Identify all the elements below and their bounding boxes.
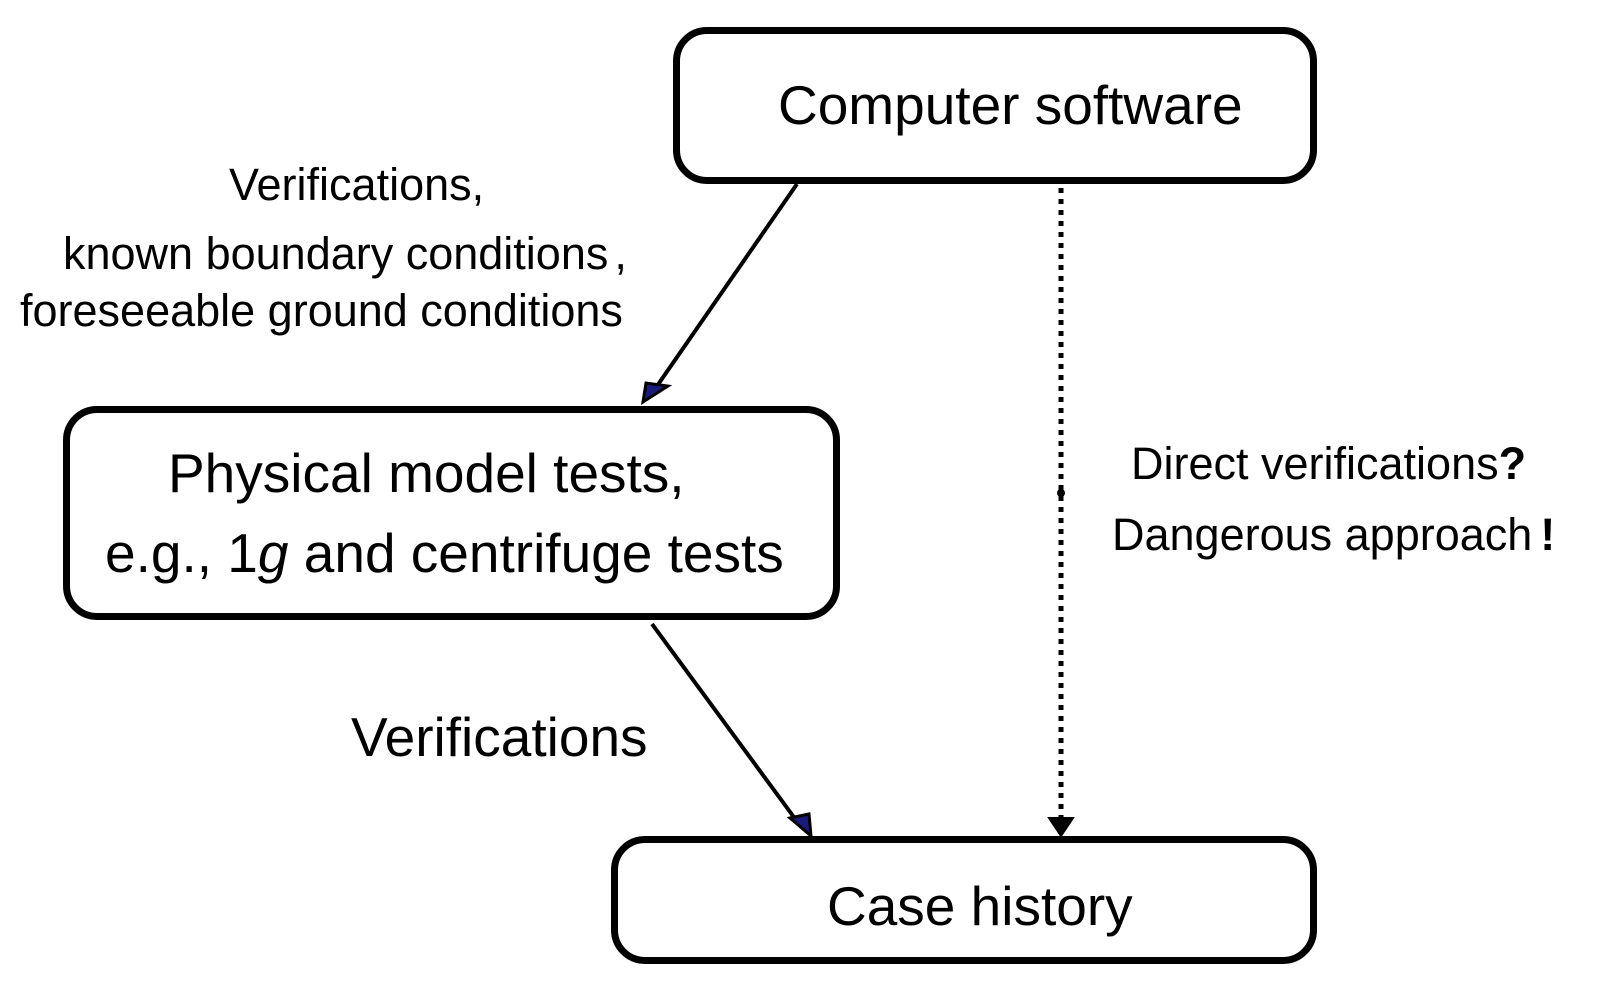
- node-computer-software-label: Computer software: [778, 74, 1243, 136]
- edge-label-software-physical-line2: known boundary conditions,: [63, 231, 627, 276]
- edge-label-software-physical-line1: Verifications,: [229, 159, 485, 210]
- node-computer-software: Computer software: [673, 27, 1317, 184]
- edge-label-direct-line1-text: Direct verifications: [1131, 438, 1499, 489]
- gravity-variable: g: [257, 522, 289, 584]
- node-physical-model-tests: Physical model tests, e.g., 1g and centr…: [63, 406, 840, 620]
- arrowhead-physical-to-case: [786, 812, 813, 840]
- arrowhead-software-to-physical: [640, 381, 673, 406]
- arrowhead-software-to-case: [1047, 817, 1075, 838]
- node-physical-model-tests-line1: Physical model tests,: [168, 442, 685, 504]
- edge-label-physical-case: Verifications: [351, 706, 648, 768]
- question-mark: ?: [1498, 438, 1527, 489]
- edge-label-software-physical-line2-comma: ,: [614, 228, 627, 279]
- node-physical-model-tests-line2: e.g., 1g and centrifuge tests: [105, 526, 784, 581]
- exclamation-mark: !: [1540, 509, 1556, 560]
- edge-label-direct-line2-text: Dangerous approach: [1112, 509, 1533, 560]
- node-case-history-label: Case history: [827, 875, 1133, 937]
- line2-suffix: and centrifuge tests: [288, 522, 784, 584]
- edge-label-direct-line2: Dangerous approach!: [1112, 512, 1555, 557]
- edge-label-software-physical-line2-text: known boundary conditions: [63, 228, 609, 279]
- line2-prefix: e.g., 1: [105, 522, 258, 584]
- dotted-line-marker: [1057, 489, 1065, 497]
- edge-label-software-physical-line3: foreseeable ground conditions: [20, 285, 623, 336]
- arrow-software-to-physical: [655, 182, 799, 388]
- node-case-history: Case history: [611, 836, 1317, 964]
- edge-label-direct-line1: Direct verifications?: [1131, 441, 1526, 486]
- arrow-physical-to-case: [650, 622, 798, 822]
